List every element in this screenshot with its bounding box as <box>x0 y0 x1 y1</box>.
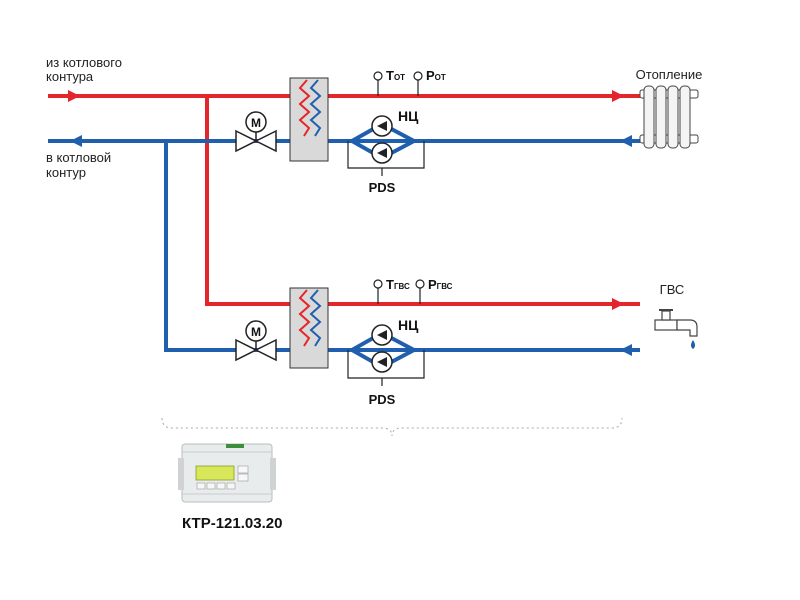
upper-pressure-label: PОТ <box>426 68 446 83</box>
heating-return-arrow <box>620 135 632 147</box>
upper-pds-label: PDS <box>369 180 396 195</box>
return-outlet-arrow <box>70 135 82 147</box>
supply-inlet-arrow <box>68 90 80 102</box>
upper-pressure-sensor <box>413 71 423 96</box>
upper-temperature-sensor <box>373 71 383 96</box>
to-boiler-label-line1: в котловой <box>46 150 111 165</box>
lower-pressure-label: PГВС <box>428 277 453 292</box>
lower-motor-label: М <box>251 325 261 339</box>
dhw-return-arrow <box>620 344 632 356</box>
water-tap-icon <box>654 309 698 349</box>
lower-pump-group <box>347 324 425 386</box>
radiator-icon <box>639 85 699 149</box>
controller-brace <box>161 417 623 437</box>
lower-pressure-sensor <box>415 279 425 304</box>
lower-pump-label: НЦ <box>398 317 419 333</box>
upper-pump-label: НЦ <box>398 108 419 124</box>
lower-temperature-sensor <box>373 279 383 304</box>
dhw-label: ГВС <box>660 282 685 297</box>
lower-heat-exchanger <box>289 287 329 369</box>
upper-temperature-label: TОТ <box>386 68 405 83</box>
upper-heat-exchanger <box>289 77 329 162</box>
to-boiler-label-line2: контур <box>46 165 86 180</box>
controller-device-icon <box>178 443 276 503</box>
lower-pds-label: PDS <box>369 392 396 407</box>
from-boiler-label-line2: контура <box>46 69 94 84</box>
lower-motor-valve <box>235 320 277 362</box>
upper-pump-group <box>347 115 425 176</box>
heating-supply-arrow <box>612 90 624 102</box>
controller-model-label: КТР-121.03.20 <box>182 515 282 532</box>
dhw-supply-arrow <box>612 298 624 310</box>
from-boiler-label-line1: из котлового <box>46 55 122 70</box>
upper-motor-valve <box>235 111 277 153</box>
upper-motor-label: М <box>251 116 261 130</box>
lower-temperature-label: TГВС <box>386 277 410 292</box>
heating-label: Отопление <box>636 67 703 82</box>
